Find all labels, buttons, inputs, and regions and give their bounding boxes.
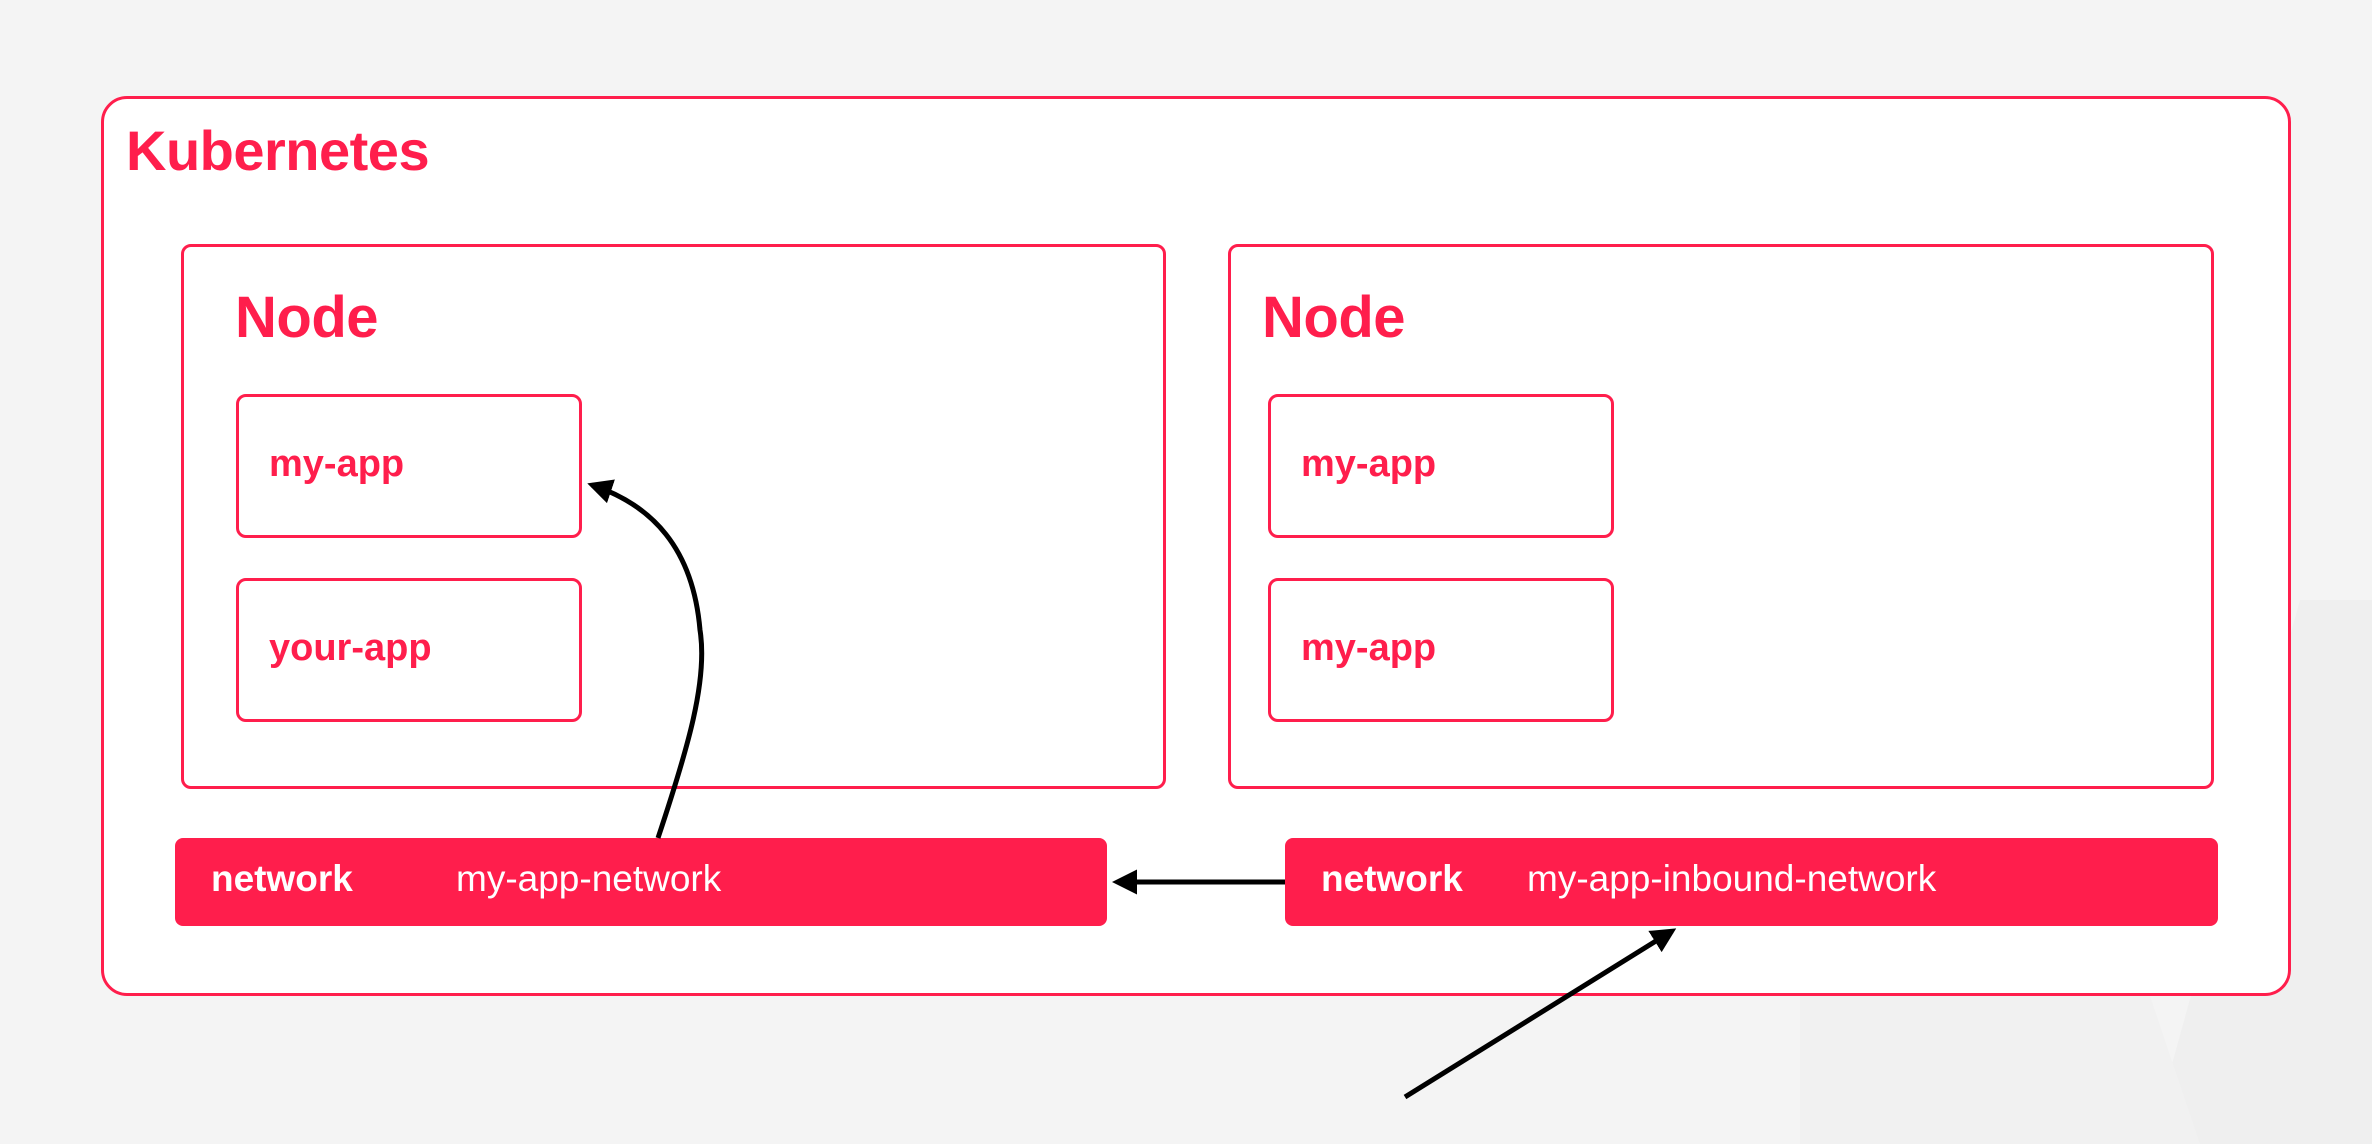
network-name-label: my-app-inbound-network [1527,858,1937,899]
pod-label: my-app [269,443,405,485]
pod-your-app[interactable]: your-app [236,578,582,722]
pod-my-app-right-2[interactable]: my-app [1268,578,1614,722]
network-name-label: my-app-network [456,858,722,899]
network-my-app[interactable]: network my-app-network [175,838,1107,926]
node-right-title: Node [1262,285,1406,350]
network-kind-label: network [211,858,353,899]
pod-label: my-app [1301,627,1437,669]
pod-label: my-app [1301,443,1437,485]
pod-my-app-right-1[interactable]: my-app [1268,394,1614,538]
network-my-app-inbound[interactable]: network my-app-inbound-network [1285,838,2218,926]
cluster-title: Kubernetes [126,119,430,182]
pod-my-app-left[interactable]: my-app [236,394,582,538]
pod-label: your-app [269,627,432,669]
network-kind-label: network [1321,858,1463,899]
node-left-title: Node [235,285,379,350]
